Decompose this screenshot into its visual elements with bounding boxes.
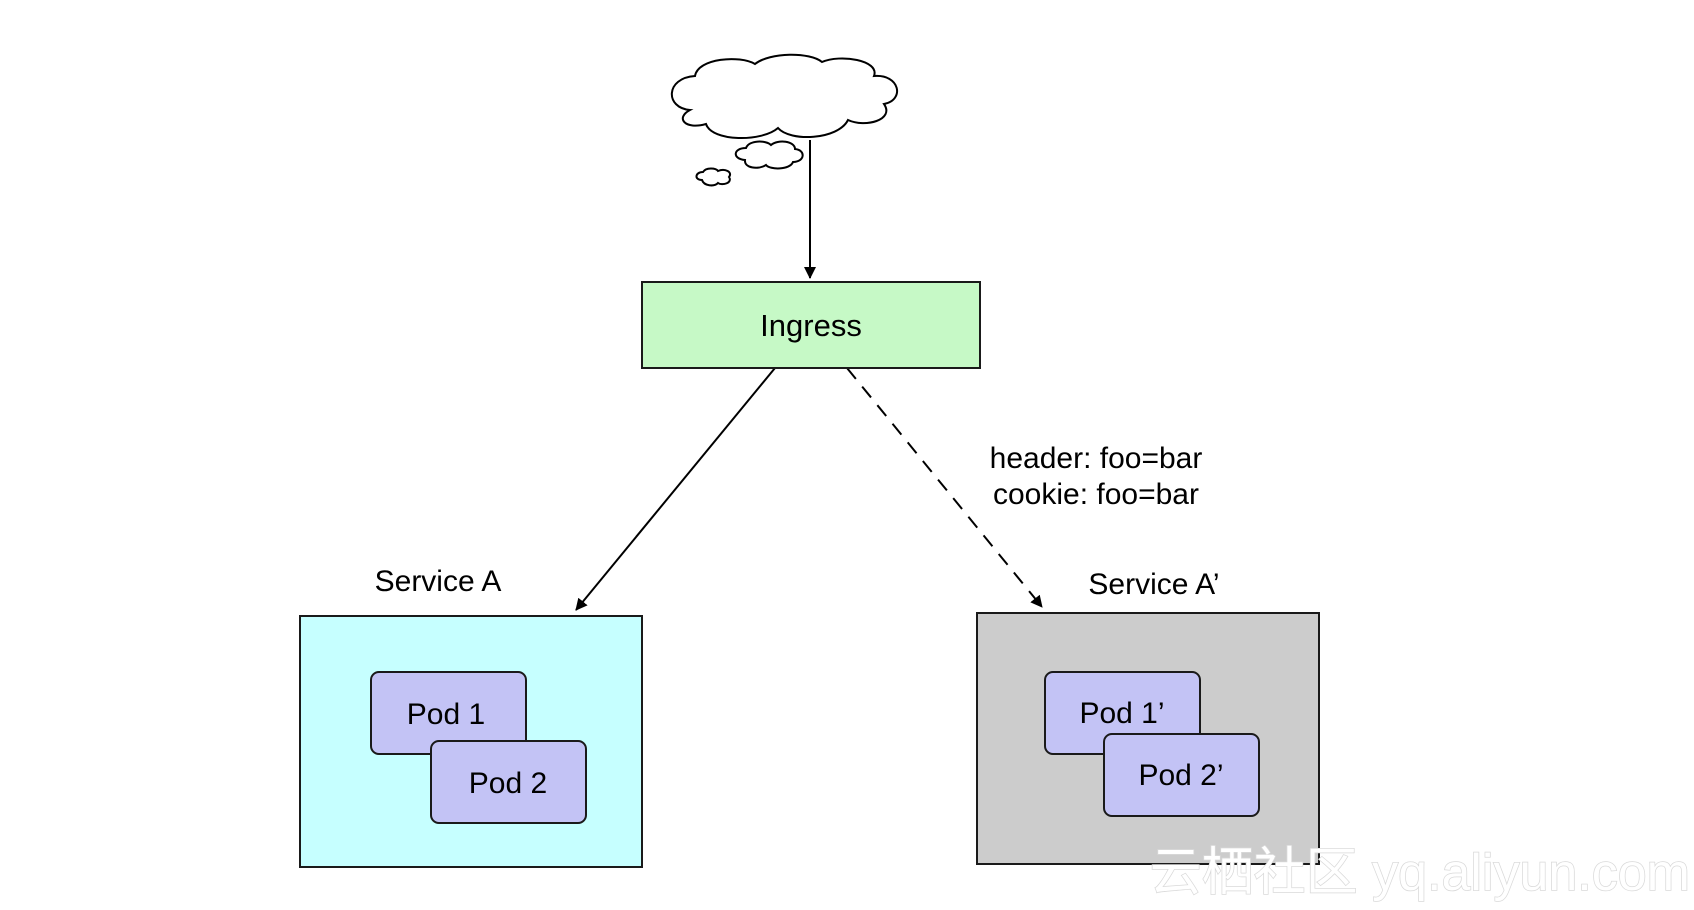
pod-card: Pod 2’	[1103, 733, 1260, 817]
routing-rule-header: header: foo=bar	[990, 442, 1203, 475]
ingress-label: Ingress	[760, 308, 862, 343]
service-a-box: Pod 1 Pod 2	[299, 615, 643, 868]
pod-label: Pod 2’	[1138, 759, 1223, 792]
ingress-node: Ingress	[641, 281, 981, 369]
pod-label: Pod 1	[407, 698, 485, 731]
service-a-label: Service A	[375, 565, 502, 598]
routing-rules: header: foo=bar cookie: foo=bar	[990, 442, 1203, 511]
edge-ingress-to-service-a	[575, 367, 776, 611]
pod-label: Pod 2	[469, 767, 547, 800]
watermark: 云栖社区 yq.aliyun.com	[1150, 844, 1690, 902]
cloud-icon	[670, 53, 899, 187]
edge-ingress-to-service-a-prime	[846, 367, 1043, 608]
service-a-prime-label: Service A’	[1088, 568, 1219, 601]
pod-label: Pod 1’	[1079, 697, 1164, 730]
pod-card: Pod 2	[430, 740, 587, 824]
routing-rule-cookie: cookie: foo=bar	[993, 478, 1199, 511]
service-a-prime-box: Pod 1’ Pod 2’	[976, 612, 1320, 865]
pod-card: Pod 1	[370, 671, 527, 755]
